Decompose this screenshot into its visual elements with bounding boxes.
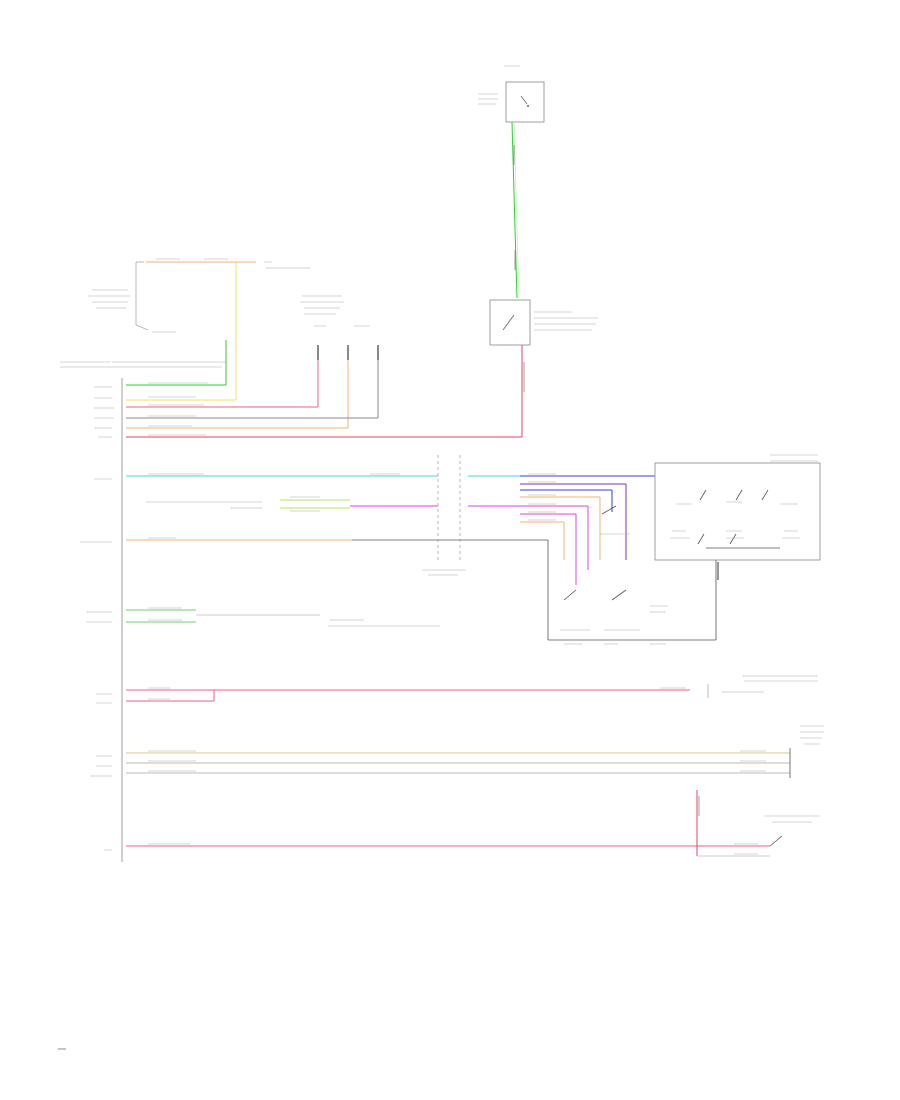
top-switch-component	[478, 65, 545, 123]
right-module-box	[654, 462, 821, 561]
wire-group-6	[104, 790, 820, 857]
module-contact	[761, 489, 769, 501]
upper-connector	[300, 295, 379, 428]
upper-left-component	[88, 258, 310, 400]
switch-blade	[769, 835, 783, 847]
top-switch-contact	[520, 95, 528, 105]
switch-blade	[563, 589, 577, 601]
right-module	[654, 454, 821, 580]
wire-group-5	[90, 725, 824, 778]
module-contact	[735, 489, 743, 501]
middle-switch-box	[489, 299, 531, 346]
switch-cluster	[548, 505, 717, 645]
wire-group-1	[94, 382, 522, 438]
wire-group-2	[80, 473, 520, 543]
wire-group-3	[86, 607, 440, 627]
green-wire-shadow	[513, 121, 520, 299]
module-contact	[729, 533, 737, 545]
wire-group-4	[96, 675, 818, 704]
green-wire-upper	[511, 121, 518, 299]
middle-switch-component	[489, 299, 598, 437]
switch-blade	[611, 589, 627, 601]
top-switch-terminal	[527, 105, 529, 107]
main-module-bus	[60, 361, 226, 862]
green-vertical-wire	[511, 121, 520, 299]
inline-connector	[422, 455, 466, 576]
switch-blade	[601, 505, 617, 515]
middle-switch-contact	[502, 314, 515, 331]
module-contact	[699, 489, 707, 501]
module-contact	[697, 533, 705, 545]
bracket-line	[135, 324, 149, 331]
